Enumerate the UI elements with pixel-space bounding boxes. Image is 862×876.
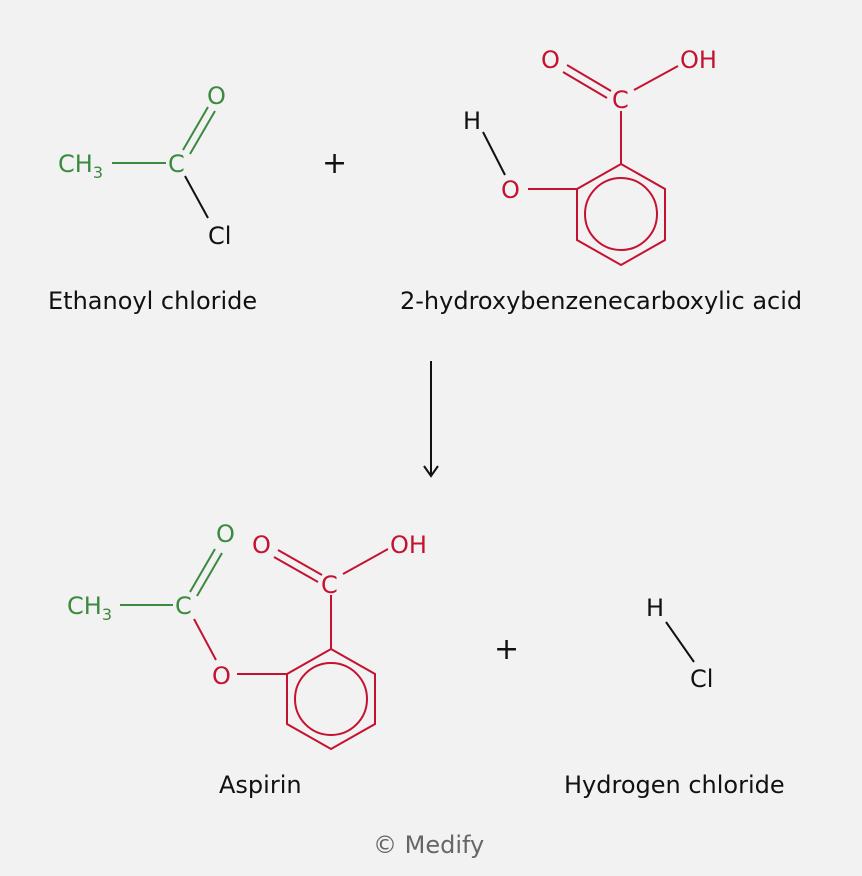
atom-o-ester: O [212,662,231,690]
atom-ch3: CH3 [67,592,112,624]
atom-cl: Cl [690,665,713,693]
arrow-head [423,465,439,478]
atom-h: H [646,594,664,622]
bond-c-o-double-2 [196,552,223,597]
bond-c-o-double-2b [273,556,319,583]
benzene-ring-aromatic-circle [584,177,658,251]
atom-cl: Cl [208,222,231,250]
bond-c-o-double-1b [277,549,323,576]
atom-c: C [612,86,629,114]
plus-sign-products: + [494,632,519,667]
atom-o-carbonyl: O [541,46,560,74]
copyright-text: © Medify [373,831,484,859]
atom-oh: OH [390,531,427,559]
bond-c-oh [633,65,679,91]
hydrogen-chloride-molecule: H Cl [646,594,713,693]
aspirin-molecule: CH3 C O O C O OH [67,520,427,751]
bond-c-oh [342,548,389,575]
bond-c-o-double-1 [182,106,209,151]
atom-ch3: CH3 [58,150,103,182]
bond-c-o-double-2 [562,71,608,99]
atom-o-hydroxyl: O [501,176,520,204]
reaction-arrow [423,361,439,478]
atom-c-acid: C [321,571,338,599]
label-salicylic-acid: 2-hydroxybenzenecarboxylic acid [400,287,802,315]
benzene-ring [286,647,376,751]
bond-c-cl [184,175,209,219]
bond-c-o-double-2 [189,110,216,155]
atom-o-acid: O [252,531,271,559]
atom-oh: OH [680,46,717,74]
atom-c: C [168,150,185,178]
salicylic-acid-molecule: H O C O OH [463,46,717,267]
label-ethanoyl-chloride: Ethanoyl chloride [48,287,257,315]
ethanoyl-chloride-molecule: CH3 C O Cl [58,82,231,250]
label-aspirin: Aspirin [219,771,302,799]
atom-o-acetyl: O [216,520,235,548]
atom-o: O [207,82,226,110]
bond-c-o-double-1 [189,548,216,593]
bond-c-o-double-1 [566,64,612,92]
bond-c-o-ester [193,618,217,661]
bond-h-cl [665,621,695,663]
atom-c-acetyl: C [175,592,192,620]
atom-h: H [463,107,481,135]
bond-o-h [482,131,506,176]
label-hydrogen-chloride: Hydrogen chloride [564,771,785,799]
plus-sign-reactants: + [322,146,347,181]
benzene-ring-aromatic-circle [294,662,368,736]
